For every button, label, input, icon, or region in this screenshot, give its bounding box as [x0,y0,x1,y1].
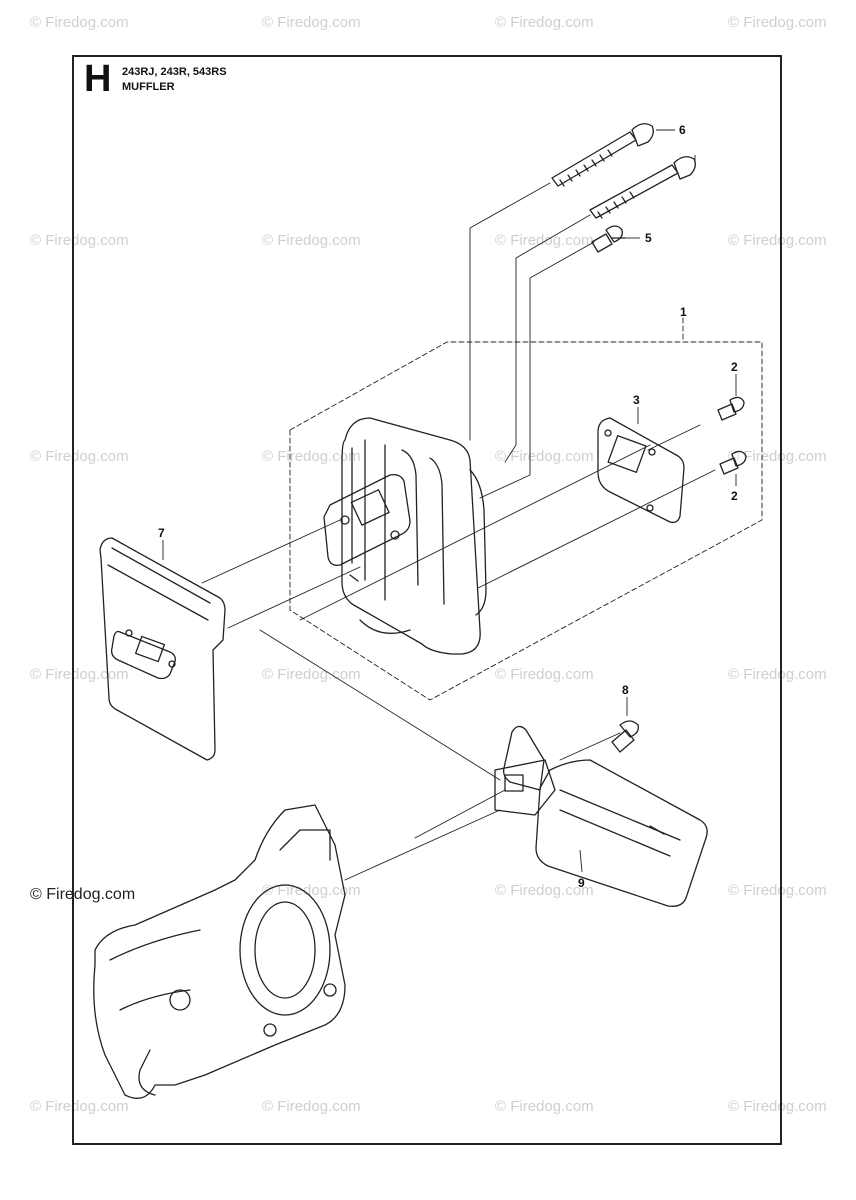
callout-leaders [162,129,737,873]
heat-shield-7 [99,537,226,761]
watermark-text: © Firedog.com [495,666,594,683]
callout-9: 9 [578,876,585,890]
watermark-text: © Firedog.com [262,1098,361,1115]
callout-7: 7 [158,526,165,540]
callout-labels: 1 2 2 3 5 6 7 8 9 [158,123,738,890]
callout-3: 3 [633,393,640,407]
watermark-text: © Firedog.com [495,448,594,465]
watermark-text: © Firedog.com [728,666,827,683]
crankcase [93,804,346,1099]
callout-5: 5 [645,231,652,245]
leader-lines [201,182,716,881]
diagram-title: MUFFLER [122,81,175,93]
callout-2-lower: 2 [731,489,738,503]
flange-screw-5 [591,225,626,253]
watermark-text: © Firedog.com [262,448,361,465]
watermark-text: © Firedog.com [30,448,129,465]
watermark-text: © Firedog.com [495,1098,594,1115]
diagram-frame [72,55,782,1145]
screw-2-upper [717,396,745,421]
watermark-text: © Firedog.com [30,666,129,683]
watermark-text: © Firedog.com [30,14,129,31]
cylinder-cover-9 [494,725,708,907]
watermark-text: © Firedog.com [728,882,827,899]
watermark-text: © Firedog.com [262,232,361,249]
callout-2-upper: 2 [731,360,738,374]
watermark-text: © Firedog.com [495,14,594,31]
watermark-text: © Firedog.com [728,448,827,465]
muffler-body [323,417,487,655]
watermark-text: © Firedog.com [728,1098,827,1115]
watermark-text: © Firedog.com [728,232,827,249]
assembly-group-outline [289,317,763,701]
callout-1: 1 [680,305,687,319]
callout-6: 6 [679,123,686,137]
gasket-3 [597,417,685,524]
section-letter: H [84,58,112,100]
screw-8 [611,720,639,753]
long-bolt-lower [589,156,696,219]
watermark-text: © Firedog.com [30,232,129,249]
long-bolt-upper [551,123,654,187]
model-numbers: 243RJ, 243R, 543RS [122,66,227,78]
watermark-text: © Firedog.com [728,14,827,31]
watermark-text: © Firedog.com [262,666,361,683]
watermark-text: © Firedog.com [262,14,361,31]
watermark-text: © Firedog.com [262,882,361,899]
callout-8: 8 [622,683,629,697]
screw-2-lower [719,450,747,475]
watermark-text: © Firedog.com [495,232,594,249]
watermark-text-dark: © Firedog.com [30,886,136,903]
watermark-text: © Firedog.com [495,882,594,899]
watermark-text: © Firedog.com [30,1098,129,1115]
